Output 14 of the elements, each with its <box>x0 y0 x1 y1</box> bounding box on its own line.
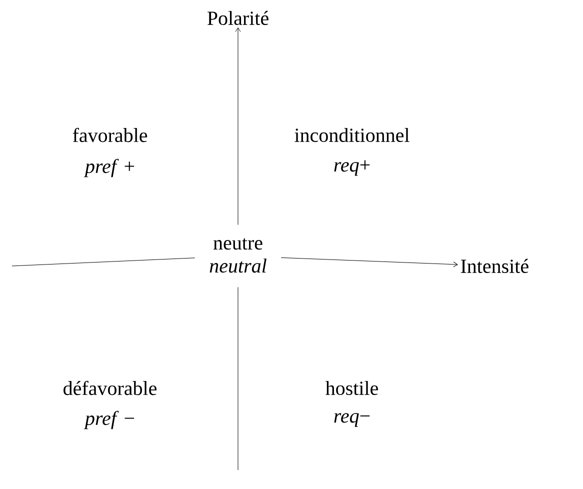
axis-arrow <box>280 257 458 268</box>
quadrant-label: inconditionnel <box>294 128 410 142</box>
quadrant-label: favorable <box>72 128 148 142</box>
center-label: neutre neutral <box>210 238 266 273</box>
axis-label: Intensité <box>460 258 528 274</box>
quadrant-label: pref + <box>84 158 134 178</box>
quadrant-label: défavorable <box>64 380 157 396</box>
axis-line <box>12 258 196 266</box>
quadrant-label: hostile <box>326 380 378 396</box>
axis-arrow <box>235 27 241 226</box>
axis-label: Polarité <box>207 10 268 26</box>
quadrant-label: req+ <box>334 160 370 176</box>
quadrant-label: pref − <box>84 410 134 430</box>
quadrant-label: req− <box>334 413 370 427</box>
